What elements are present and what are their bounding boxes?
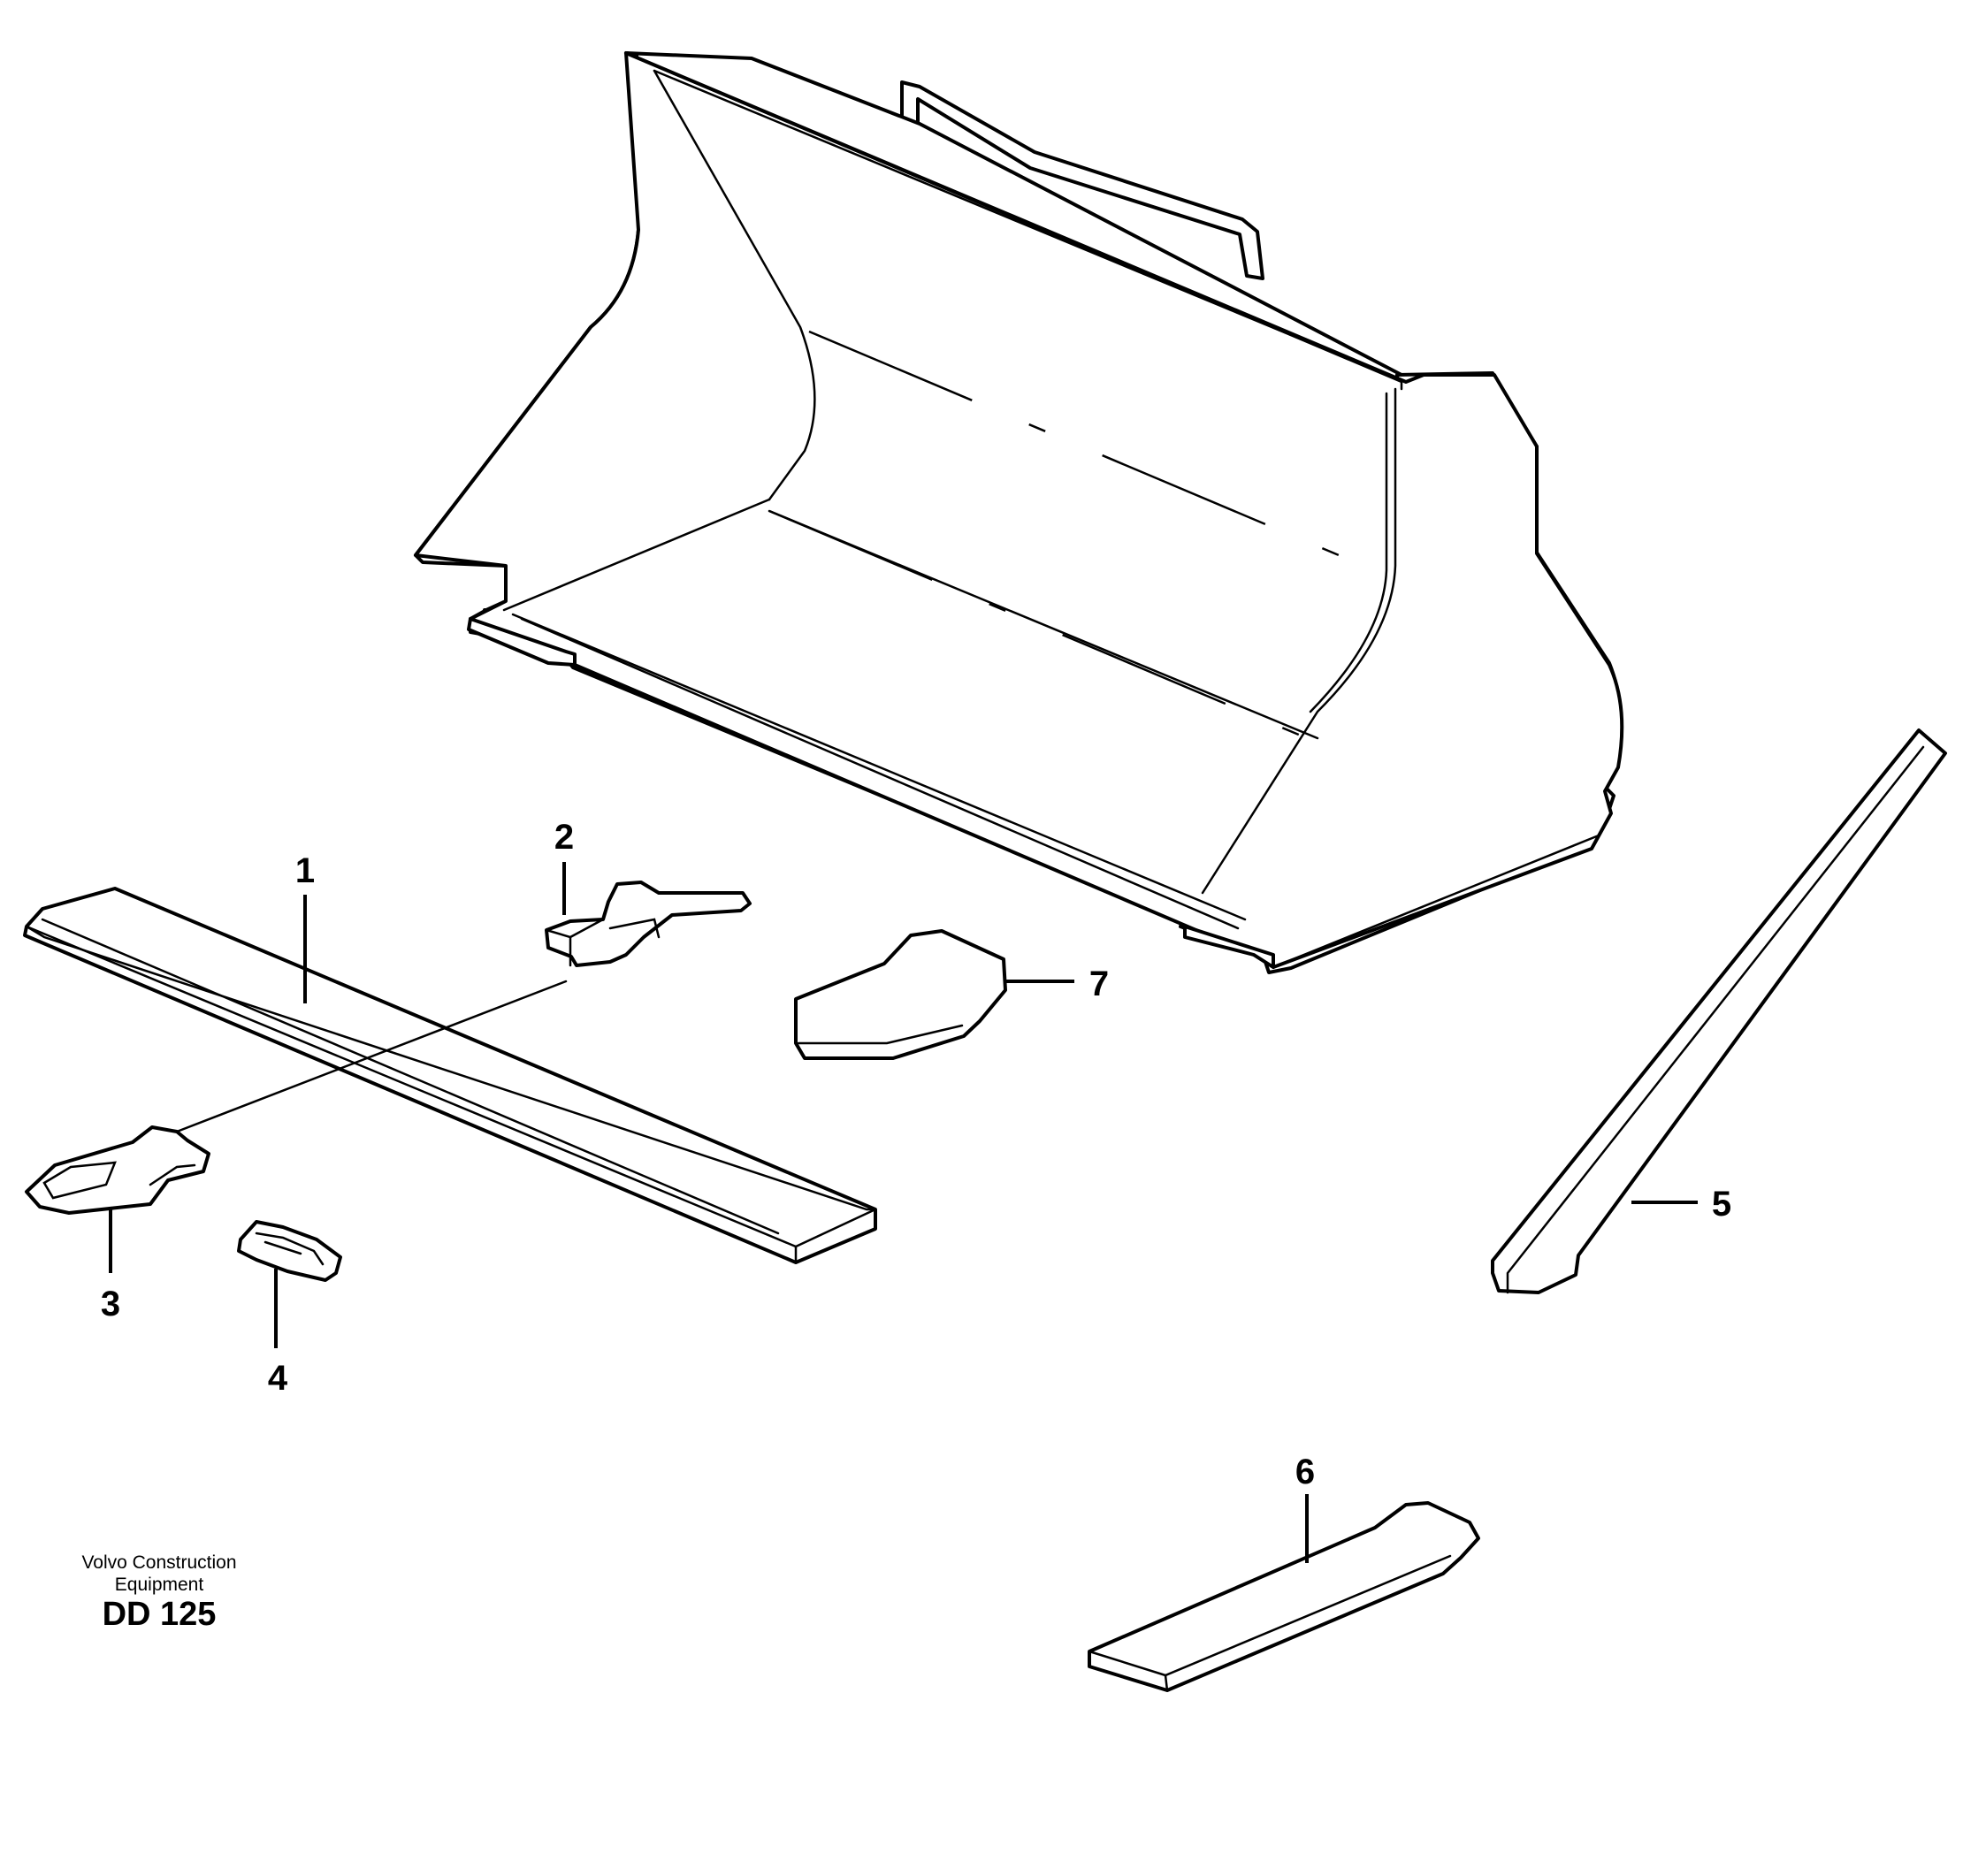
part-2-adapter xyxy=(545,881,752,967)
company-name-line2: Equipment xyxy=(114,1575,204,1595)
assembly-line xyxy=(175,980,568,1133)
company-name-line1: Volvo Construction xyxy=(81,1552,237,1573)
callout-7: 7 xyxy=(1089,965,1109,1003)
callout-5: 5 xyxy=(1712,1185,1731,1224)
part-3-tooth xyxy=(25,1125,210,1215)
part-1-cutting-edge xyxy=(23,887,877,1264)
callout-4: 4 xyxy=(268,1359,288,1398)
bucket xyxy=(414,51,1624,974)
callout-1: 1 xyxy=(295,851,315,890)
callout-6: 6 xyxy=(1295,1453,1315,1491)
part-6-wear-plate xyxy=(1088,1501,1480,1692)
part-7-plate xyxy=(794,929,1007,1060)
part-5-side-strip xyxy=(1491,728,1947,1294)
diagram-code: DD 125 xyxy=(102,1596,217,1633)
callout-3: 3 xyxy=(101,1285,120,1323)
part-4-retainer xyxy=(237,1220,342,1282)
callout-2: 2 xyxy=(554,818,574,857)
